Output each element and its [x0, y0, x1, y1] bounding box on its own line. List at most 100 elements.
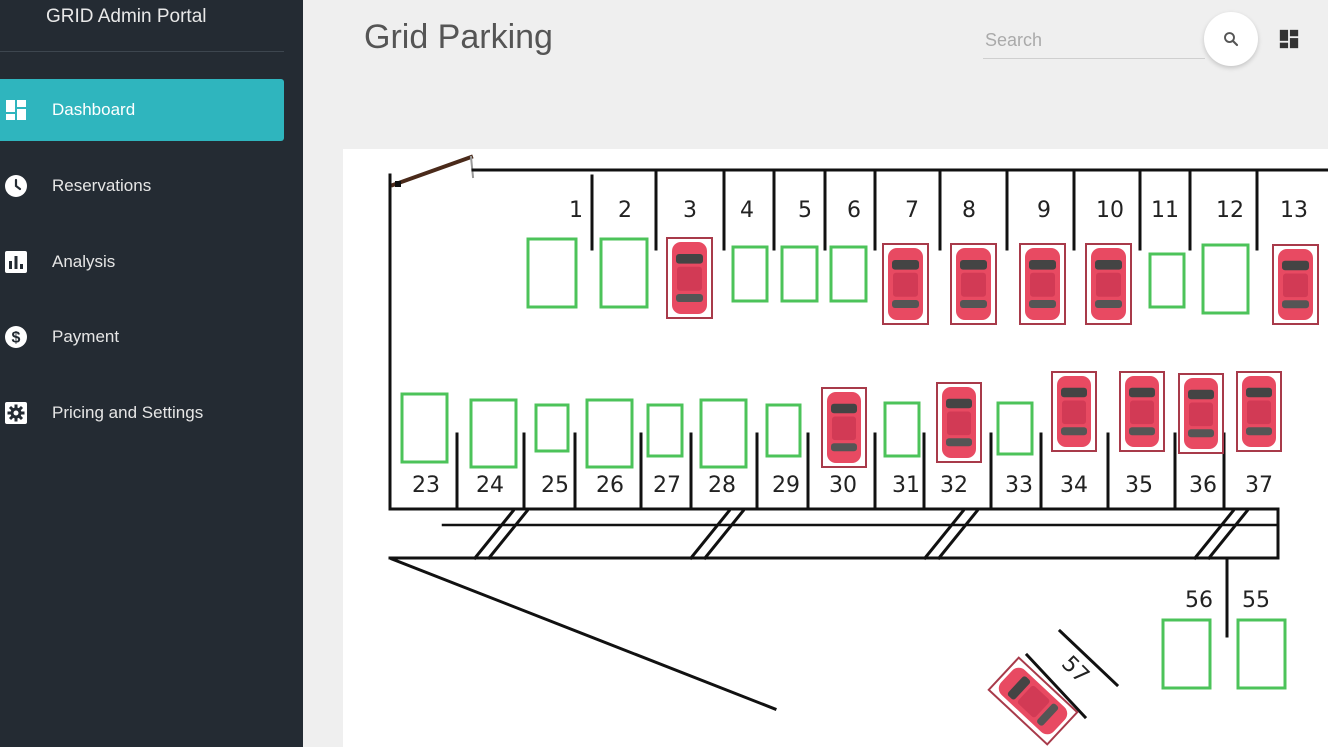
- sidebar-item-dashboard[interactable]: Dashboard: [0, 79, 284, 141]
- parking-spot-32[interactable]: [936, 382, 982, 463]
- parking-spot-3[interactable]: [666, 237, 713, 319]
- car-windshield: [1061, 387, 1087, 398]
- car-roof: [1030, 272, 1055, 297]
- spot-number-label: 25: [541, 473, 569, 498]
- car-rear-window: [676, 294, 703, 302]
- car-windshield: [1007, 676, 1031, 700]
- parking-spot-6[interactable]: [829, 245, 868, 303]
- car-roof: [1130, 400, 1154, 425]
- car-windshield: [1282, 260, 1309, 271]
- free-spot-outline: [585, 398, 634, 469]
- car-rear-window: [1029, 300, 1056, 308]
- sidebar-item-pricing-settings[interactable]: Pricing and Settings: [0, 382, 284, 444]
- car-roof: [961, 272, 986, 297]
- parking-spot-2[interactable]: [599, 237, 649, 309]
- car-roof: [1062, 400, 1086, 425]
- parking-spot-33[interactable]: [996, 401, 1034, 456]
- parking-spot-8[interactable]: [950, 243, 997, 325]
- car-roof: [947, 411, 971, 436]
- page-title: Grid Parking: [364, 18, 553, 56]
- dashboard-icon: [6, 100, 26, 120]
- sidebar-item-label: Reservations: [52, 176, 152, 195]
- car-windshield: [892, 260, 919, 270]
- free-spot-outline: [400, 392, 449, 464]
- sidebar-item-reservations[interactable]: Reservations: [0, 155, 284, 217]
- car-windshield: [1188, 389, 1214, 400]
- car-rear-window: [1037, 703, 1059, 726]
- car-rear-window: [960, 300, 987, 308]
- parking-spot-55[interactable]: [1236, 618, 1287, 690]
- parking-spot-4[interactable]: [731, 245, 769, 303]
- clock-icon: [5, 175, 27, 197]
- free-spot-outline: [526, 237, 578, 309]
- car-windshield: [946, 398, 972, 409]
- car-roof: [893, 272, 918, 297]
- parking-spot-30[interactable]: [821, 387, 867, 468]
- brand-title: GRID Admin Portal: [46, 6, 207, 27]
- spot-number-label: 5: [798, 198, 812, 223]
- parking-spot-26[interactable]: [585, 398, 634, 469]
- parking-spot-28[interactable]: [699, 398, 748, 469]
- parking-spot-24[interactable]: [469, 398, 518, 469]
- parking-spot-23[interactable]: [400, 392, 449, 464]
- parking-spot-13[interactable]: [1272, 244, 1319, 325]
- parking-spot-10[interactable]: [1085, 243, 1132, 325]
- free-spot-outline: [646, 403, 684, 458]
- parking-spot-25[interactable]: [534, 403, 570, 453]
- parking-spot-34[interactable]: [1051, 371, 1097, 452]
- parking-spot-35[interactable]: [1119, 371, 1165, 452]
- spot-number-label: 1: [569, 198, 583, 223]
- car-roof: [832, 416, 856, 441]
- spot-number-label: 3: [683, 198, 697, 223]
- car-windshield: [831, 403, 857, 414]
- parking-spot-12[interactable]: [1201, 243, 1250, 315]
- bar-chart-icon: [5, 251, 27, 273]
- dollar-icon: $: [5, 326, 27, 348]
- spot-number-label: 26: [596, 473, 624, 498]
- car-roof: [1096, 272, 1121, 297]
- spot-number-label: 13: [1280, 198, 1308, 223]
- free-spot-outline: [883, 401, 921, 458]
- grid-view-icon[interactable]: [1278, 28, 1300, 50]
- sidebar-item-payment[interactable]: $ Payment: [0, 306, 284, 368]
- parking-spot-1[interactable]: [526, 237, 578, 309]
- spot-number-label: 24: [476, 473, 504, 498]
- sidebar-item-analysis[interactable]: Analysis: [0, 231, 284, 293]
- gear-icon: [5, 402, 27, 424]
- sidebar: GRID Admin Portal Dashboard Reservations…: [0, 0, 303, 747]
- parking-spot-57[interactable]: [987, 656, 1079, 746]
- search-button[interactable]: [1204, 12, 1258, 66]
- car-roof: [1017, 685, 1050, 718]
- parking-spots-layer: [400, 237, 1319, 746]
- free-spot-outline: [1201, 243, 1250, 315]
- free-spot-outline: [731, 245, 769, 303]
- sidebar-item-label: Analysis: [52, 252, 116, 271]
- spot-number-label: 29: [772, 473, 800, 498]
- parking-spot-7[interactable]: [882, 243, 929, 325]
- free-spot-outline: [996, 401, 1034, 456]
- parking-spot-11[interactable]: [1148, 252, 1186, 309]
- parking-spot-29[interactable]: [765, 403, 802, 458]
- parking-spot-31[interactable]: [883, 401, 921, 458]
- car-rear-window: [831, 443, 857, 452]
- parking-spot-37[interactable]: [1236, 371, 1282, 452]
- header: Grid Parking: [303, 0, 1328, 90]
- car-windshield: [676, 254, 703, 264]
- spot-number-label: 36: [1189, 473, 1217, 498]
- parking-spot-5[interactable]: [780, 245, 819, 303]
- car-windshield: [960, 260, 987, 270]
- parking-spot-27[interactable]: [646, 403, 684, 458]
- spot-number-label: 31: [892, 473, 920, 498]
- free-spot-outline: [1148, 252, 1186, 309]
- spot-number-label: 34: [1060, 473, 1088, 498]
- free-spot-outline: [1236, 618, 1287, 690]
- parking-spot-56[interactable]: [1161, 618, 1212, 690]
- car-rear-window: [946, 438, 972, 447]
- parking-spot-36[interactable]: [1178, 373, 1224, 454]
- parking-spot-9[interactable]: [1019, 243, 1066, 325]
- sidebar-item-label: Dashboard: [52, 100, 136, 119]
- search-input[interactable]: [983, 22, 1205, 59]
